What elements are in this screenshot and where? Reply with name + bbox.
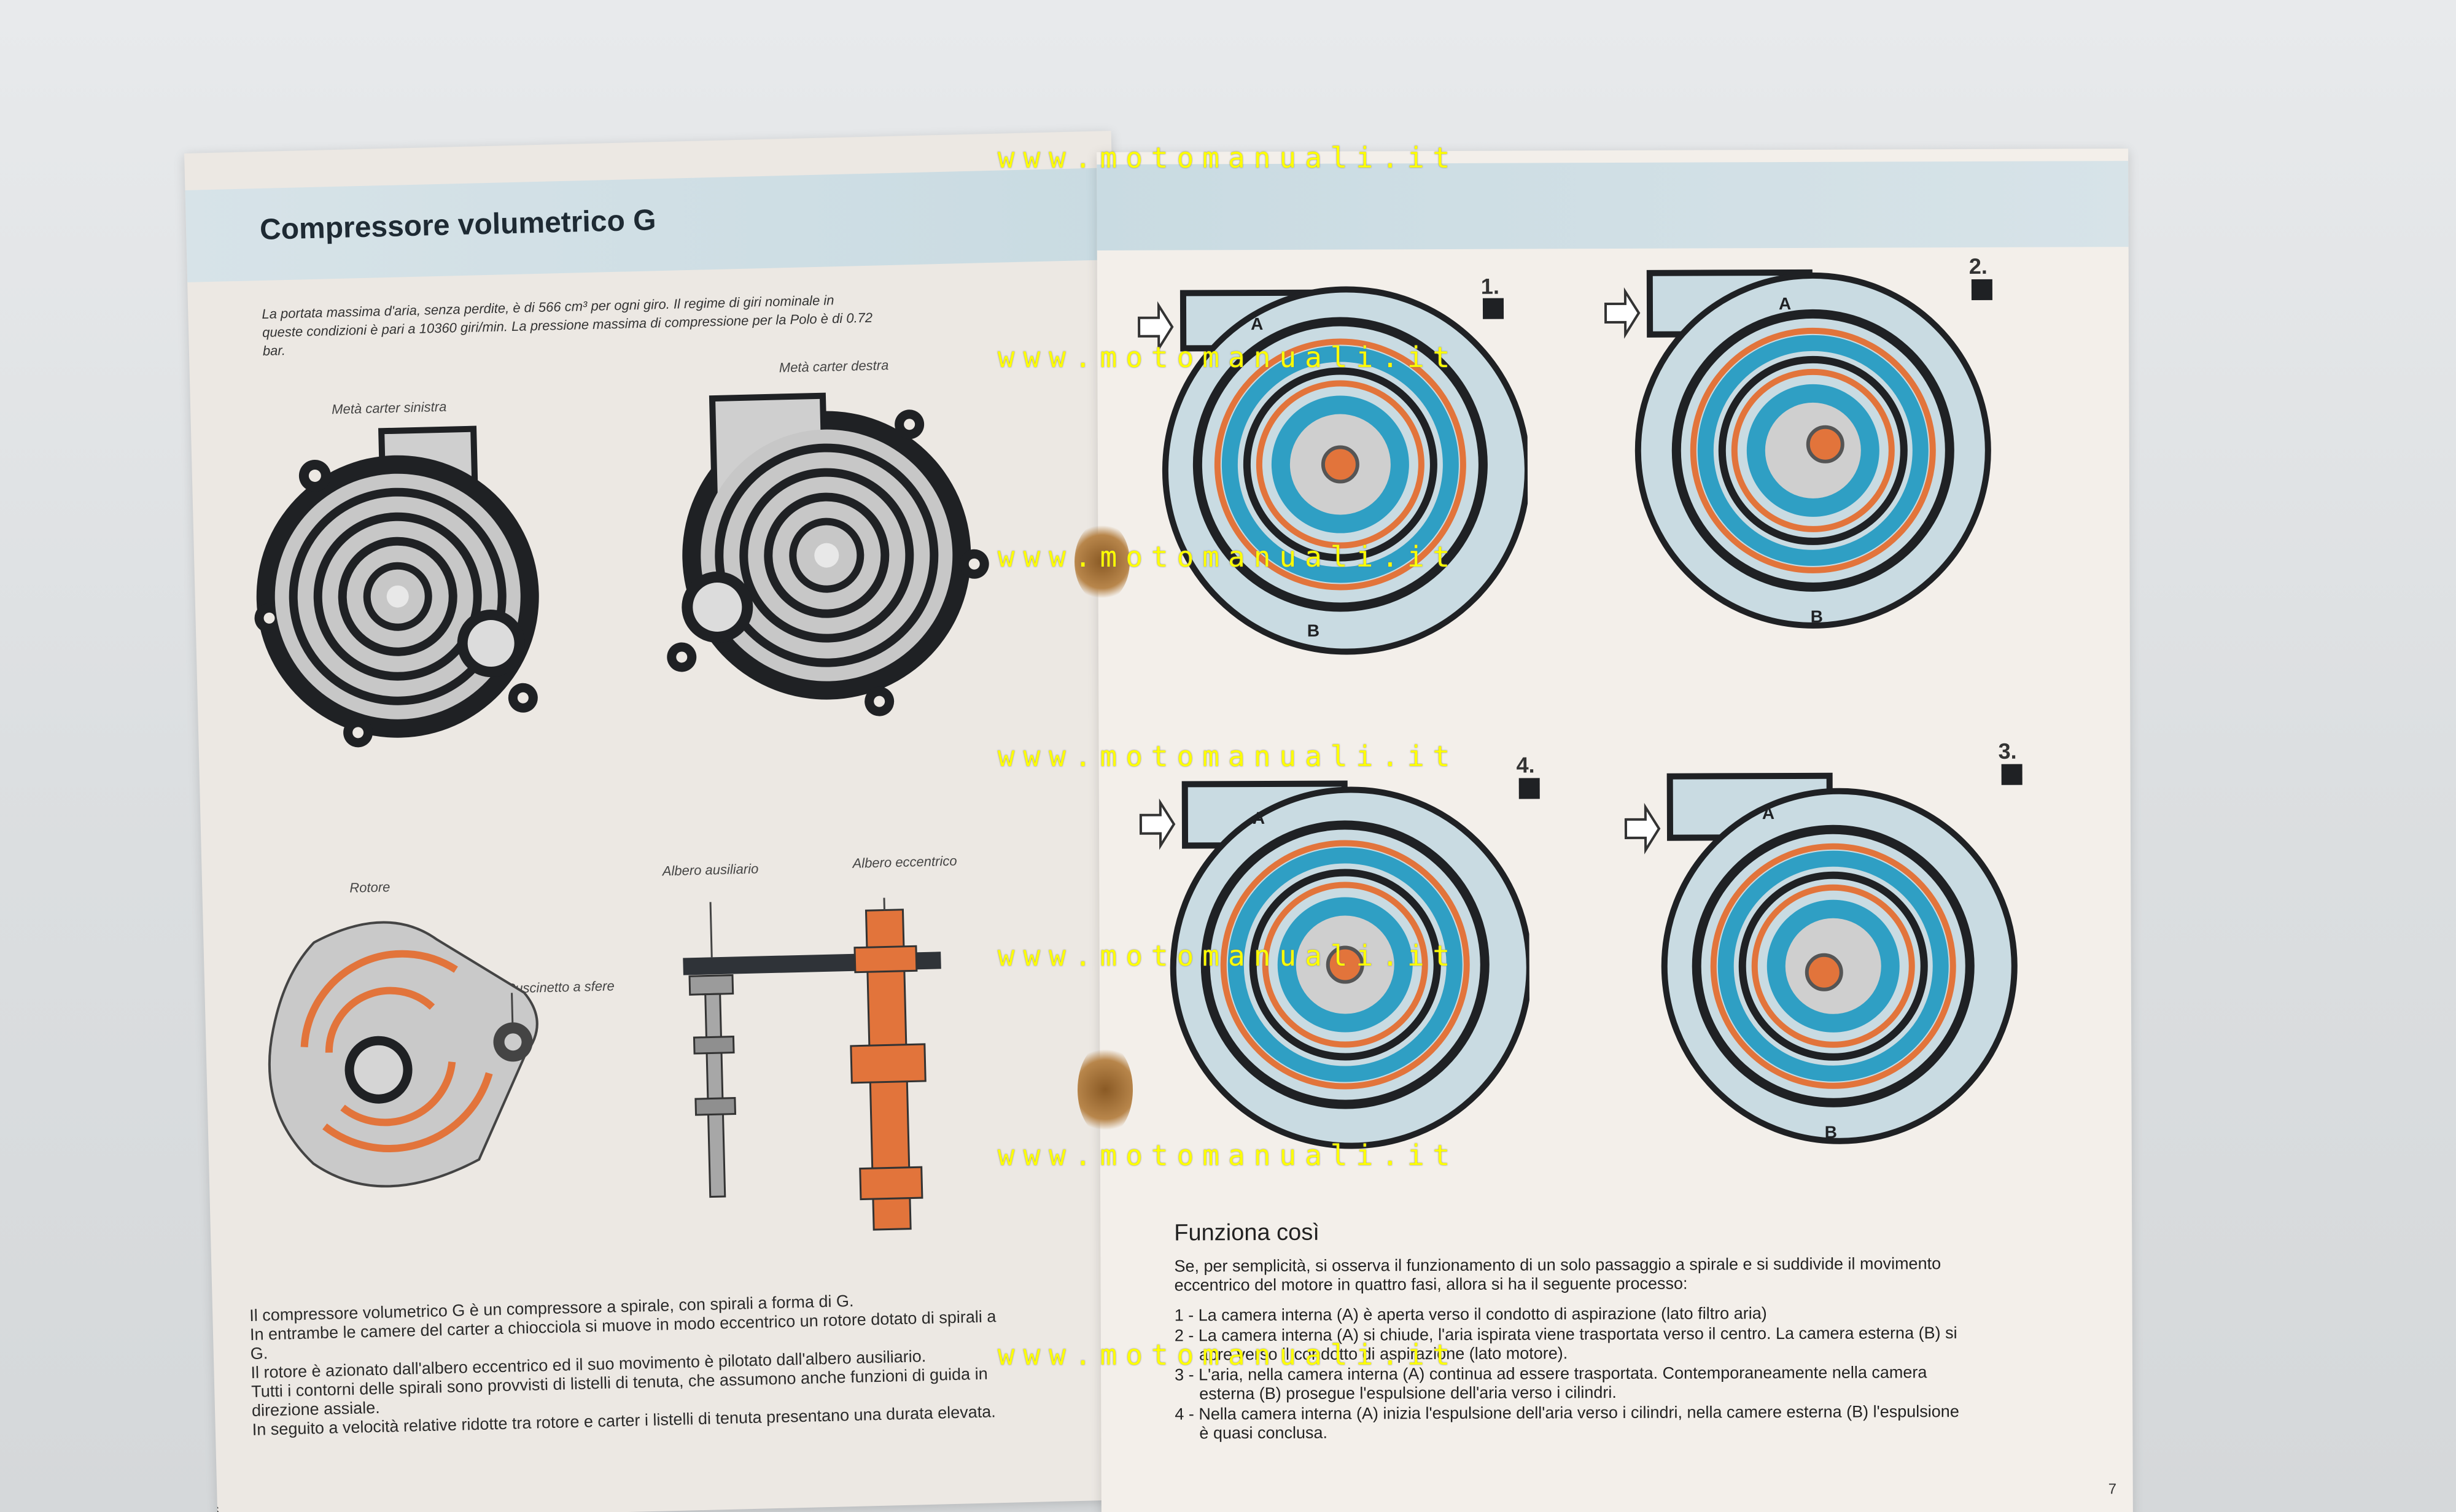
process-steps: 1 - La camera interna (A) è aperta verso… <box>1175 1303 1973 1444</box>
process-step: 1 - La camera interna (A) è aperta verso… <box>1174 1304 1767 1325</box>
stain <box>1074 522 1130 602</box>
watermark: www.motomanuali.it <box>997 141 1459 174</box>
process-step: 4 - Nella camera interna (A) inizia l'es… <box>1175 1402 1959 1443</box>
phase-marker-3 <box>2001 764 2023 785</box>
phase-marker-4 <box>1518 778 1540 799</box>
phase-diagram-1: A B <box>1138 286 1529 655</box>
page-number-left: 6 <box>211 1503 220 1512</box>
phase-number-4: 4. <box>1516 752 1535 778</box>
left-housing-half-illustration <box>254 425 539 748</box>
right-page: A B 1. A B 2. <box>1097 149 2133 1512</box>
diagram-label-b: B <box>1307 621 1319 640</box>
section-subtitle: Funziona così <box>1174 1219 1319 1246</box>
phase-number-2: 2. <box>1968 253 1988 279</box>
watermark: www.motomanuali.it <box>997 740 1459 773</box>
diagram-label-b: B <box>1811 607 1823 626</box>
watermark: www.motomanuali.it <box>997 540 1459 573</box>
stain <box>1078 1044 1133 1136</box>
description-text: Il compressore volumetrico G è un compre… <box>249 1287 1020 1439</box>
phase-marker-1 <box>1482 298 1504 319</box>
right-housing-half-illustration <box>667 392 989 716</box>
watermark: www.motomanuali.it <box>997 1139 1459 1172</box>
page-number-right: 7 <box>2108 1481 2117 1498</box>
diagram-label-a: A <box>1762 804 1774 823</box>
phase-diagram-3: A B <box>1624 772 2018 1144</box>
watermark: www.motomanuali.it <box>997 1338 1459 1371</box>
phase-number-3: 3. <box>1998 738 2017 764</box>
phase-diagram-4: A <box>1139 780 1530 1149</box>
diagram-label-a: A <box>1253 808 1265 828</box>
watermark: www.motomanuali.it <box>997 939 1459 972</box>
phase-diagram-2: A B <box>1604 269 1991 629</box>
diagram-label-b: B <box>1825 1123 1837 1142</box>
phase-marker-2 <box>1971 279 1992 300</box>
left-page: Compressore volumetrico G La portata mas… <box>184 131 1145 1512</box>
label-ecc-shaft: Albero eccentrico <box>852 853 957 871</box>
label-rotor: Rotore <box>349 879 391 896</box>
diagram-label-a: A <box>1779 294 1791 313</box>
phase-number-1: 1. <box>1480 273 1499 299</box>
watermark: www.motomanuali.it <box>997 341 1459 374</box>
shafts-illustration <box>683 894 941 1231</box>
label-aux-shaft: Albero ausiliario <box>662 861 759 879</box>
process-intro: Se, per semplicità, si osserva il funzio… <box>1174 1254 1941 1295</box>
diagram-label-a: A <box>1251 314 1263 333</box>
rotor-illustration <box>268 921 538 1188</box>
intro-text: La portata massima d'aria, senza perdite… <box>262 292 873 359</box>
